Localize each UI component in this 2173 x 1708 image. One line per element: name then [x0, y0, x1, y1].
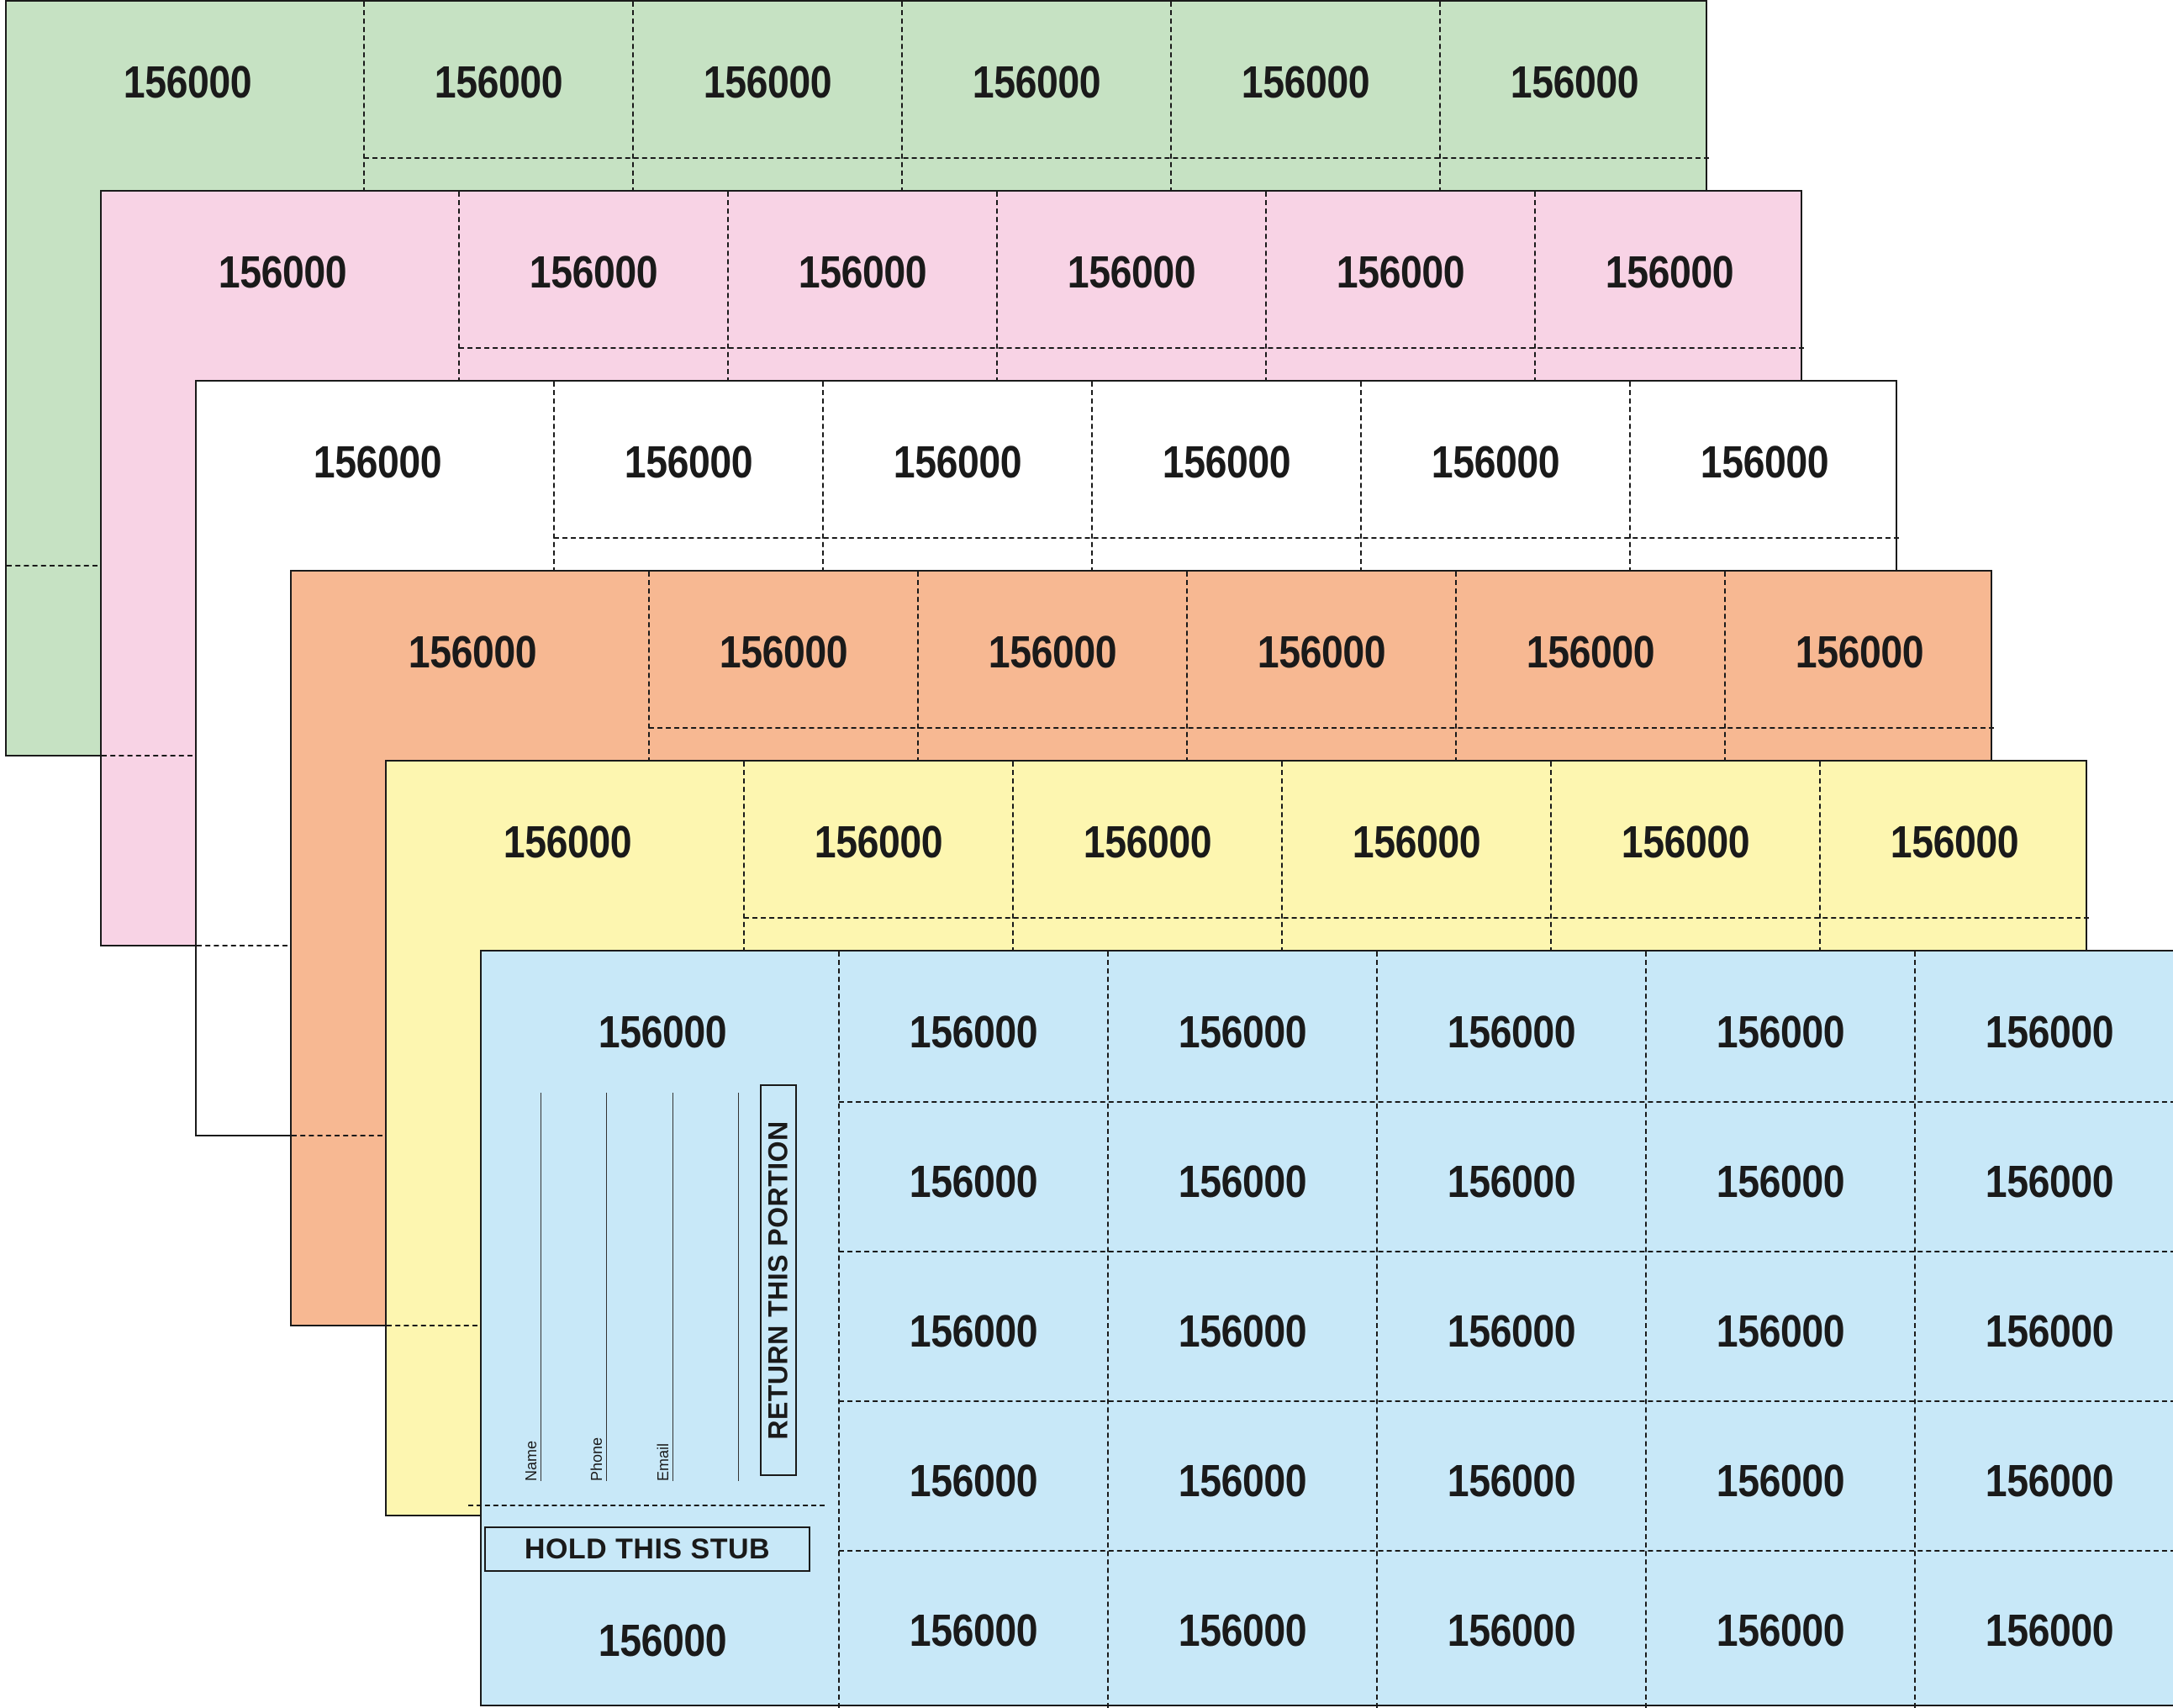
- ticket-number: 156000: [798, 247, 927, 298]
- ticket-number: 156000: [1985, 1306, 2114, 1357]
- email-field-line: [672, 1093, 673, 1481]
- return-portion-label: RETURN THIS PORTION: [762, 1120, 794, 1440]
- ticket-number: 156000: [1716, 1605, 1845, 1656]
- ticket-number: 156000: [1336, 247, 1465, 298]
- row-perforation: [839, 1400, 2173, 1402]
- row-perforation: [364, 157, 1709, 159]
- ticket-number: 156000: [503, 817, 632, 867]
- ticket-number: 156000: [1716, 1456, 1845, 1506]
- ticket-sheet-blue: 156000 156000 156000 156000 156000 156000 1560…: [480, 950, 2173, 1708]
- ticket-number: 156000: [1985, 1456, 2114, 1506]
- ticket-number: 156000: [1067, 247, 1196, 298]
- stub-perforation: [102, 755, 193, 756]
- ticket-number: 156000: [1178, 1605, 1307, 1656]
- stub-perforation: [197, 945, 287, 946]
- ticket-number: 156000: [909, 1306, 1038, 1357]
- ticket-number: 156000: [909, 1605, 1038, 1656]
- ticket-number: 156000: [1985, 1605, 2114, 1656]
- column-perforation: [1376, 952, 1378, 1708]
- ticket-number: 156000: [1447, 1157, 1576, 1207]
- ticket-number: 156000: [909, 1157, 1038, 1207]
- column-perforation: [1645, 952, 1647, 1708]
- ticket-number: 156000: [1716, 1007, 1845, 1057]
- ticket-number: 156000: [529, 247, 658, 298]
- name-field-label: Name: [523, 1440, 540, 1481]
- row-perforation: [554, 537, 1899, 539]
- ticket-number: 156000: [719, 627, 848, 677]
- ticket-number: 156000: [1162, 437, 1291, 488]
- ticket-number: 156000: [909, 1007, 1038, 1057]
- ticket-number: 156000: [1890, 817, 2019, 867]
- ticket-number: 156000: [1447, 1306, 1576, 1357]
- ticket-number: 156000: [988, 627, 1117, 677]
- ticket-number: 156000: [1257, 627, 1386, 677]
- row-perforation: [744, 917, 2089, 919]
- ticket-number: 156000: [1621, 817, 1750, 867]
- ticket-number: 156000: [1716, 1157, 1845, 1207]
- ticket-number: 156000: [909, 1456, 1038, 1506]
- stub-number-top: 156000: [598, 1007, 727, 1057]
- hold-stub-box: HOLD THIS STUB: [484, 1526, 810, 1572]
- ticket-number: 156000: [893, 437, 1022, 488]
- ticket-number: 156000: [1510, 57, 1639, 108]
- ticket-number: 156000: [313, 437, 442, 488]
- row-perforation: [839, 1550, 2173, 1552]
- stub-number-bottom: 156000: [598, 1616, 727, 1666]
- ticket-number: 156000: [1083, 817, 1212, 867]
- row-perforation: [839, 1101, 2173, 1103]
- column-perforation: [1107, 952, 1109, 1708]
- return-portion-box: RETURN THIS PORTION: [760, 1084, 797, 1476]
- ticket-number: 156000: [1716, 1306, 1845, 1357]
- email-field-label: Email: [655, 1442, 672, 1481]
- ticket-number: 156000: [1431, 437, 1560, 488]
- ticket-number: 156000: [1795, 627, 1924, 677]
- ticket-number: 156000: [1178, 1007, 1307, 1057]
- row-perforation: [649, 727, 1994, 729]
- stub-tear-line: [468, 1505, 825, 1506]
- ticket-number: 156000: [1447, 1007, 1576, 1057]
- row-perforation: [459, 347, 1804, 349]
- ticket-number: 156000: [1447, 1605, 1576, 1656]
- column-perforation: [838, 952, 840, 1708]
- stub-perforation: [7, 565, 98, 567]
- ticket-number: 156000: [1605, 247, 1734, 298]
- ticket-number: 156000: [1178, 1456, 1307, 1506]
- ticket-number: 156000: [1178, 1306, 1307, 1357]
- column-perforation: [1914, 952, 1916, 1708]
- phone-field-line: [606, 1093, 607, 1481]
- ticket-number: 156000: [218, 247, 347, 298]
- ticket-number: 156000: [1178, 1157, 1307, 1207]
- phone-field-label: Phone: [588, 1437, 605, 1481]
- ticket-number: 156000: [972, 57, 1101, 108]
- ticket-number: 156000: [814, 817, 943, 867]
- ticket-number: 156000: [1447, 1456, 1576, 1506]
- ticket-number: 156000: [1526, 627, 1655, 677]
- extra-field-line: [738, 1093, 739, 1481]
- ticket-number: 156000: [703, 57, 832, 108]
- stub-perforation: [387, 1325, 477, 1326]
- ticket-number: 156000: [1352, 817, 1481, 867]
- row-perforation: [839, 1251, 2173, 1252]
- ticket-number: 156000: [1241, 57, 1370, 108]
- ticket-number: 156000: [408, 627, 537, 677]
- ticket-number: 156000: [624, 437, 753, 488]
- ticket-number: 156000: [123, 57, 252, 108]
- ticket-number: 156000: [434, 57, 563, 108]
- ticket-number: 156000: [1700, 437, 1829, 488]
- ticket-number: 156000: [1985, 1157, 2114, 1207]
- ticket-number: 156000: [1985, 1007, 2114, 1057]
- stub-perforation: [292, 1135, 382, 1136]
